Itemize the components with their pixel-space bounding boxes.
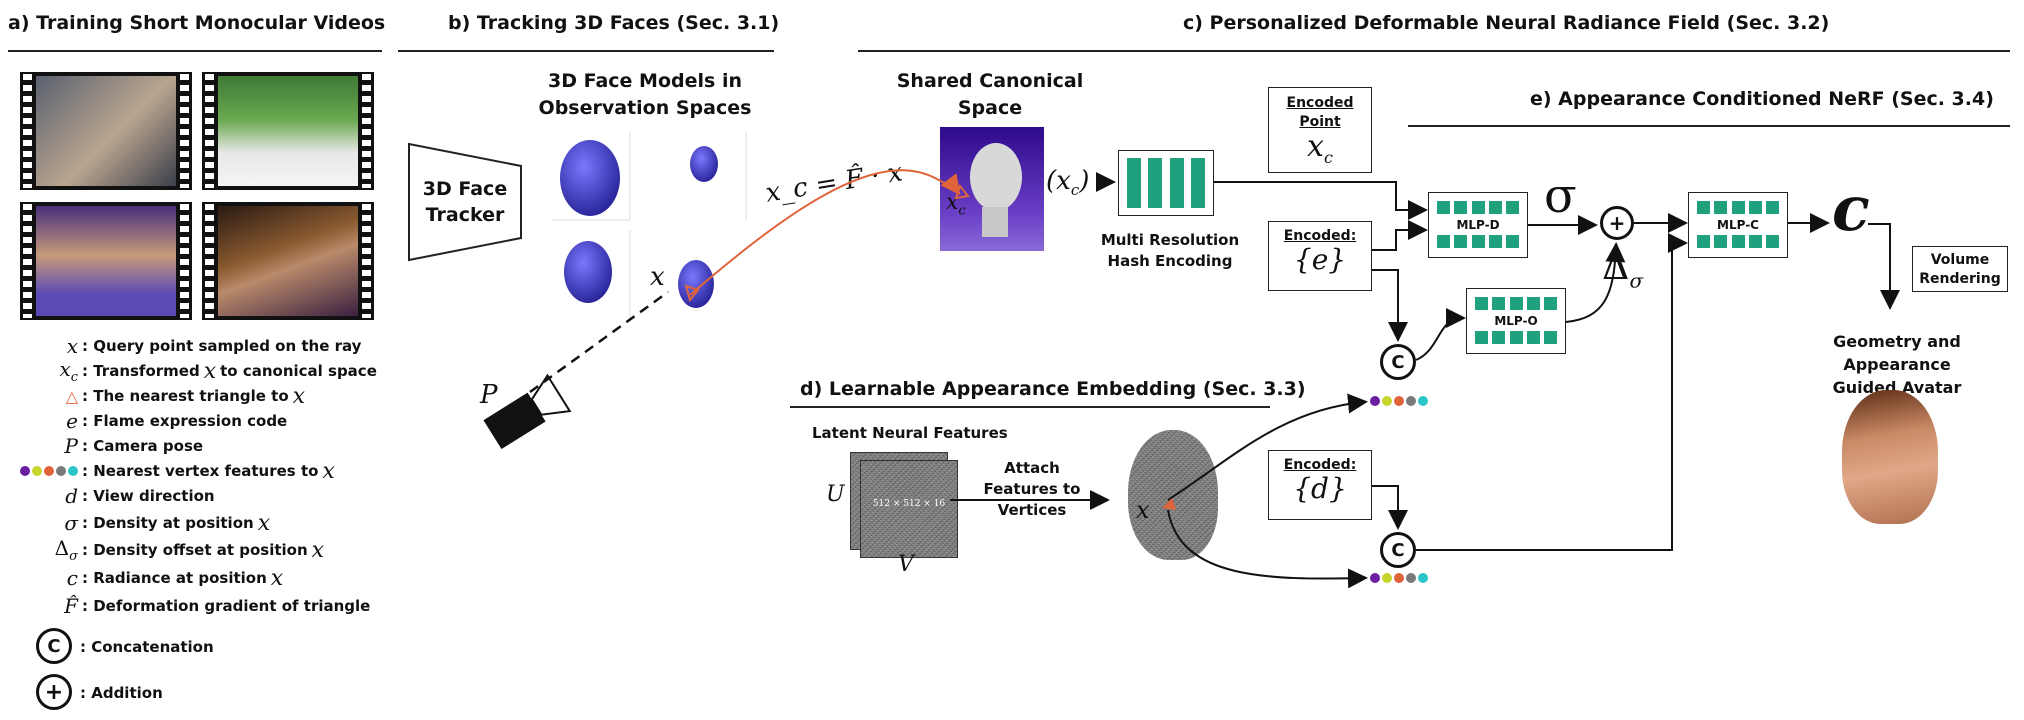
tracker-shape	[408, 142, 522, 262]
concat-node-lower: C	[1380, 532, 1416, 568]
camera-ray	[529, 290, 669, 394]
legend: x: Query point sampled on the ray xc : T…	[0, 334, 420, 720]
encoded-view-box: Encoded: {d}	[1268, 450, 1372, 520]
section-d-rule	[790, 406, 1270, 408]
u-label: U	[826, 482, 845, 507]
concat-node-upper: C	[1380, 344, 1416, 380]
legend-add-label: : Addition	[80, 684, 163, 702]
face-model-2	[690, 146, 718, 182]
density-symbol: σ	[1544, 168, 1577, 224]
avatar-render	[1842, 390, 1938, 524]
mlp-c-block: MLP-C	[1688, 192, 1788, 258]
transform-curve	[689, 169, 961, 296]
feature-dots-upper	[1370, 396, 1428, 406]
video-frame-4	[202, 202, 374, 320]
legend-row-camera: P: Camera pose	[64, 434, 204, 458]
legend-row-query: x: Query point sampled on the ray	[66, 334, 362, 358]
observation-faces	[552, 132, 747, 322]
face-model-3	[564, 241, 612, 303]
mesh-query-label: x	[1136, 496, 1150, 524]
camera-symbol: P	[480, 380, 498, 410]
legend-concat-label: : Concatenation	[80, 638, 214, 656]
camera-icon	[483, 374, 572, 450]
legend-row-view-direction: d: View direction	[65, 484, 215, 508]
section-b-title: b) Tracking 3D Faces (Sec. 3.1)	[448, 12, 780, 34]
query-point-label: x	[650, 262, 665, 292]
video-frame-2	[202, 72, 374, 190]
add-node: +	[1600, 206, 1634, 240]
canonical-point-label: xc	[946, 190, 966, 219]
face-model-1	[560, 140, 620, 216]
feature-head-mesh	[1128, 430, 1218, 560]
radiance-symbol: c	[1832, 172, 1870, 245]
section-b-rule	[398, 50, 774, 52]
video-frame-3	[20, 202, 192, 320]
latent-features-label: Latent Neural Features	[812, 424, 1008, 442]
section-a-title: a) Training Short Monocular Videos	[8, 12, 386, 34]
section-c-rule	[858, 50, 2010, 52]
encoded-expression-box: Encoded: {e}	[1268, 221, 1372, 291]
legend-add-icon: +	[36, 674, 72, 710]
feature-dots-lower	[1370, 573, 1428, 583]
section-e-rule	[1408, 125, 2010, 127]
legend-concat-icon: C	[36, 628, 72, 664]
section-c-title: c) Personalized Deformable Neural Radian…	[1183, 12, 1830, 34]
section-d-title: d) Learnable Appearance Embedding (Sec. …	[800, 378, 1306, 400]
section-a-rule	[8, 50, 382, 52]
v-label: V	[898, 552, 914, 577]
mlp-o-block: MLP-O	[1466, 288, 1566, 354]
legend-row-deformation: F̂: Deformation gradient of triangle	[64, 594, 371, 618]
mlp-d-block: MLP-D	[1428, 192, 1528, 258]
canonical-point-input: (xc)	[1046, 166, 1090, 200]
feature-plane-v: 512 × 512 × 16	[860, 460, 958, 558]
section-e-title: e) Appearance Conditioned NeRF (Sec. 3.4…	[1530, 88, 1994, 110]
hash-encoding-grid	[1118, 150, 1214, 216]
video-frame-1	[20, 72, 192, 190]
legend-row-expression: e: Flame expression code	[66, 409, 288, 433]
face-model-4	[678, 260, 714, 308]
